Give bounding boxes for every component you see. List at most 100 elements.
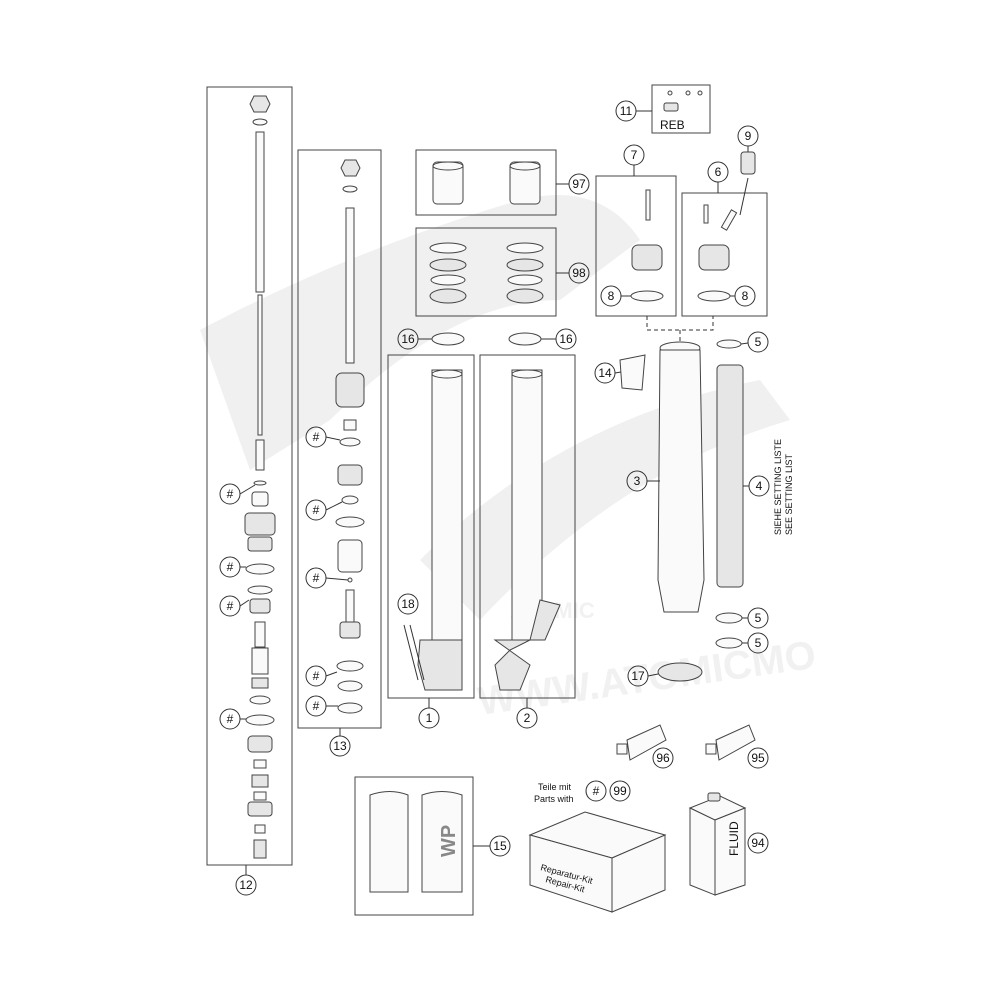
dust-seal-part <box>429 242 467 254</box>
group-1-frame <box>387 354 475 699</box>
outer-tube-part <box>431 369 463 641</box>
bottom-valve-part <box>247 801 273 817</box>
spring-4 <box>715 339 744 649</box>
piston-part <box>244 512 276 536</box>
callout-95: 95 <box>751 751 765 765</box>
valve-stem-part <box>345 589 355 623</box>
needle-part <box>255 439 265 471</box>
group-7-frame <box>595 175 677 317</box>
leader-line <box>740 342 749 345</box>
ring-part <box>249 695 271 705</box>
top-nut-part <box>249 95 271 113</box>
box-side-part <box>611 834 666 913</box>
washer-large-part <box>335 516 365 528</box>
callout-5: 5 <box>755 335 762 349</box>
air-valve-part <box>720 209 738 231</box>
grease-tube-96 <box>616 724 667 761</box>
nut-part <box>340 159 361 177</box>
callout-96-circle <box>652 747 674 769</box>
group-15-fork-guards: WP <box>354 776 474 916</box>
callout-96: 96 <box>656 751 670 765</box>
screw-part <box>703 204 709 224</box>
oil-seal-part <box>429 258 467 272</box>
shim-part <box>337 702 363 714</box>
seal-part <box>429 288 467 304</box>
valve-body-part <box>251 647 269 675</box>
o-ring-part <box>245 563 275 575</box>
fluid-label: FLUID <box>727 821 741 856</box>
tube-cap-part <box>616 743 628 755</box>
top-piston-part <box>335 372 365 408</box>
spacer-5-part <box>715 612 743 624</box>
callout-hash: # <box>313 699 320 713</box>
inner-rod-part <box>257 294 263 436</box>
callout-94: 94 <box>751 836 765 850</box>
bolts-18-line <box>403 624 419 681</box>
washer-part <box>252 118 268 126</box>
callout-hash: # <box>227 712 234 726</box>
group-97-frame <box>415 149 557 216</box>
callout-5: 5 <box>755 636 762 650</box>
group-13-cartridge <box>297 149 382 729</box>
fork-guard-part <box>369 791 409 893</box>
spring-part <box>716 364 744 588</box>
callout-hash: # <box>227 599 234 613</box>
callout-12: 12 <box>239 878 253 892</box>
group-12-frame <box>206 86 293 866</box>
spacer-5-part <box>715 637 743 649</box>
shim-stack-part <box>251 677 269 689</box>
callout-7: 7 <box>631 148 638 162</box>
group-98-frame <box>415 227 557 317</box>
shim-part <box>336 660 364 672</box>
callout-4: 4 <box>756 479 763 493</box>
screw-part <box>685 90 691 96</box>
callout-9: 9 <box>745 129 752 143</box>
cap-part <box>253 791 267 801</box>
callout-hash: # <box>313 571 320 585</box>
fork-cap-part <box>631 244 663 271</box>
tube-top-part <box>431 369 463 379</box>
callout-16: 16 <box>401 332 415 346</box>
callout-94-circle <box>747 832 769 854</box>
setting-list-en-label: SEE SETTING LIST <box>784 453 794 535</box>
leader-line <box>239 484 256 495</box>
callout-13: 13 <box>333 739 347 753</box>
callout-5: 5 <box>755 611 762 625</box>
callout-2: 2 <box>524 711 531 725</box>
group-97-bushings <box>415 149 557 216</box>
group-1-outer-tube <box>387 354 475 699</box>
seal-16-right-part <box>508 332 542 346</box>
callout-98: 98 <box>572 266 586 280</box>
callout-hash: # <box>227 560 234 574</box>
callout-8: 8 <box>742 289 749 303</box>
group-13-frame <box>297 149 382 729</box>
bushing-part <box>251 491 269 507</box>
o-ring-8-part <box>697 290 731 302</box>
piston-base-part <box>247 536 273 552</box>
leader-line <box>647 673 659 677</box>
callout-hash: # <box>313 669 320 683</box>
callout-hash: # <box>227 487 234 501</box>
base-valve-part <box>247 735 273 753</box>
outer-tube-part <box>511 369 543 641</box>
fluid-can-94: FLUID <box>688 792 747 896</box>
shim-part <box>337 680 363 692</box>
seal-ring-part <box>247 585 273 595</box>
can-side-part <box>714 807 746 896</box>
reb-adjuster-part <box>663 102 679 112</box>
teile-mit-label: Teile mit <box>538 782 572 792</box>
bumper-part <box>337 539 363 573</box>
callout-99: 99 <box>613 784 627 798</box>
callout-3: 3 <box>634 474 641 488</box>
tube-cap-part <box>705 743 717 755</box>
callout-16: 16 <box>559 332 573 346</box>
repair-kit-box: Reparatur-Kit Repair-Kit <box>528 811 667 913</box>
screw-part <box>697 90 703 96</box>
damper-rod-part <box>255 131 265 293</box>
group-6-frame <box>681 192 768 317</box>
pin-part <box>254 824 266 834</box>
bottom-bolt-part <box>253 839 267 859</box>
callout-11: 11 <box>620 104 633 118</box>
fork-guard-wp-part <box>421 791 463 893</box>
